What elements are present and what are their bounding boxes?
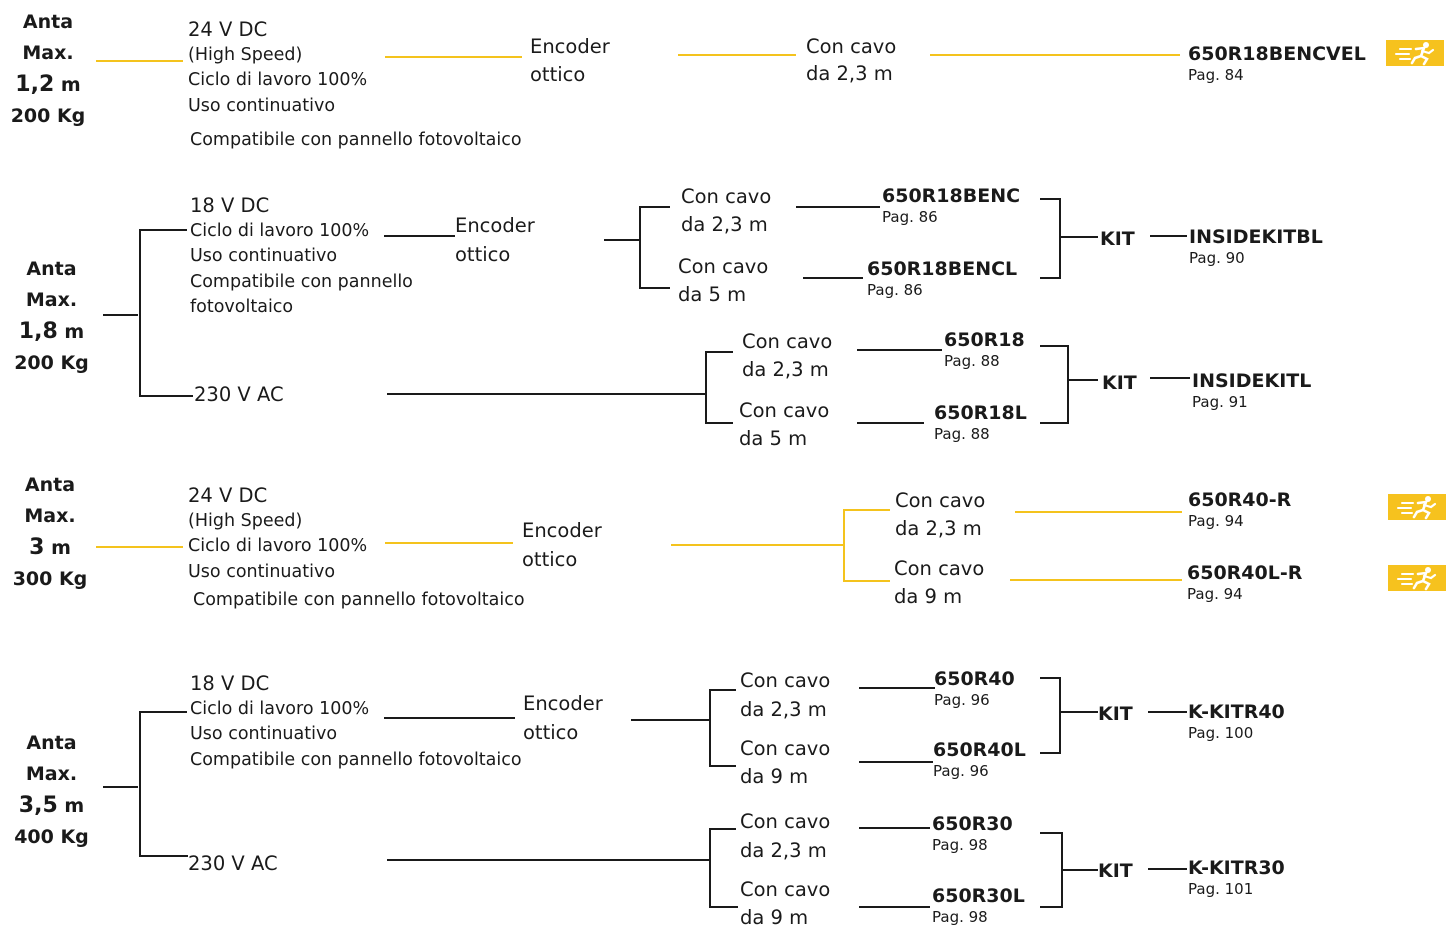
anta-label: Anta (26, 258, 77, 280)
leaf-header-2: Anta Max. 1,8 m 200 Kg (0, 254, 103, 379)
leaf-header-3: Anta Max. 3 m 300 Kg (0, 470, 100, 595)
photovoltaic-note-3: Compatibile con pannello fotovoltaico (193, 590, 525, 610)
product-code-650R18BENC: 650R18BENC Pag. 86 (882, 185, 1021, 226)
product-code-650R40-R: 650R40-R Pag. 94 (1188, 489, 1292, 530)
anta-label: Anta (24, 474, 76, 496)
product-code-650R18BENCVEL: 650R18BENCVEL Pag. 84 (1188, 43, 1366, 84)
running-man-icon (1388, 565, 1446, 591)
spec-line: (High Speed) (188, 44, 303, 65)
running-man-icon (1388, 494, 1446, 520)
product-code-650R40: 650R40 Pag. 96 (934, 668, 1015, 709)
product-code-650R18L: 650R18L Pag. 88 (934, 402, 1027, 443)
max-weight: 200 Kg (14, 352, 89, 374)
motor-specs-4: 18 V DC Ciclo di lavoro 100% Uso continu… (190, 672, 522, 770)
kit-code-K-KITR30: K-KITR30 Pag. 101 (1188, 857, 1285, 898)
spec-line: Uso continuativo (188, 95, 336, 116)
max-weight: 300 Kg (12, 568, 88, 590)
product-code-650R18BENCL: 650R18BENCL Pag. 86 (867, 258, 1018, 299)
max-label: Max. (25, 289, 78, 311)
kit-label: KIT (1098, 860, 1133, 882)
spec-line: Ciclo di lavoro 100% (188, 70, 368, 90)
group-3-connectors (96, 509, 1182, 582)
anta-label: Anta (22, 11, 74, 33)
product-code-650R40L-R: 650R40L-R Pag. 94 (1187, 562, 1303, 603)
product-code-650R40L: 650R40L Pag. 96 (933, 739, 1026, 780)
running-man-icon (1386, 40, 1444, 66)
product-code-650R30L: 650R30L Pag. 98 (932, 885, 1025, 926)
motor-specs-1: 24 V DC (High Speed) Ciclo di lavoro 100… (188, 17, 367, 119)
max-length: 1,8 m (18, 319, 85, 344)
max-label: Max. (24, 505, 76, 527)
kit-label: KIT (1102, 372, 1137, 394)
photovoltaic-note-1: Compatibile con pannello fotovoltaico (190, 130, 522, 150)
max-label: Max. (25, 763, 78, 785)
max-weight: 400 Kg (14, 826, 89, 848)
group-2-connectors (103, 198, 1190, 424)
product-code-650R18: 650R18 Pag. 88 (944, 329, 1025, 370)
ac-power-label-4: 230 V AC (188, 852, 278, 875)
page-ref: Pag. 84 (1188, 66, 1244, 84)
max-length: 3 m (29, 535, 71, 560)
kit-code-K-KITR40: K-KITR40 Pag. 100 (1188, 701, 1285, 742)
kit-label: KIT (1100, 228, 1135, 250)
motor-specs-3: 24 V DC (High Speed) Ciclo di lavoro 100… (188, 484, 368, 582)
kit-code-INSIDEKITBL: INSIDEKITBL Pag. 90 (1189, 226, 1323, 267)
group-4-connectors (103, 677, 1187, 908)
max-weight: 200 Kg (10, 105, 86, 127)
group-1-connectors (96, 54, 1180, 62)
motor-specs-2: 18 V DC Ciclo di lavoro 100% Uso continu… (190, 194, 413, 317)
kit-code-INSIDEKITL: INSIDEKITL Pag. 91 (1192, 370, 1312, 411)
kit-label: KIT (1098, 703, 1133, 725)
product-code-650R30: 650R30 Pag. 98 (932, 813, 1013, 854)
leaf-header-4: Anta Max. 3,5 m 400 Kg (0, 728, 103, 853)
max-label: Max. (22, 42, 74, 64)
max-length: 3,5 m (18, 793, 85, 818)
ac-power-label-2: 230 V AC (194, 383, 284, 406)
spec-line: 24 V DC (188, 18, 268, 41)
max-length: 1,2 m (15, 72, 81, 97)
anta-label: Anta (26, 732, 77, 754)
leaf-header-1: Anta Max. 1,2 m 200 Kg (0, 7, 96, 132)
